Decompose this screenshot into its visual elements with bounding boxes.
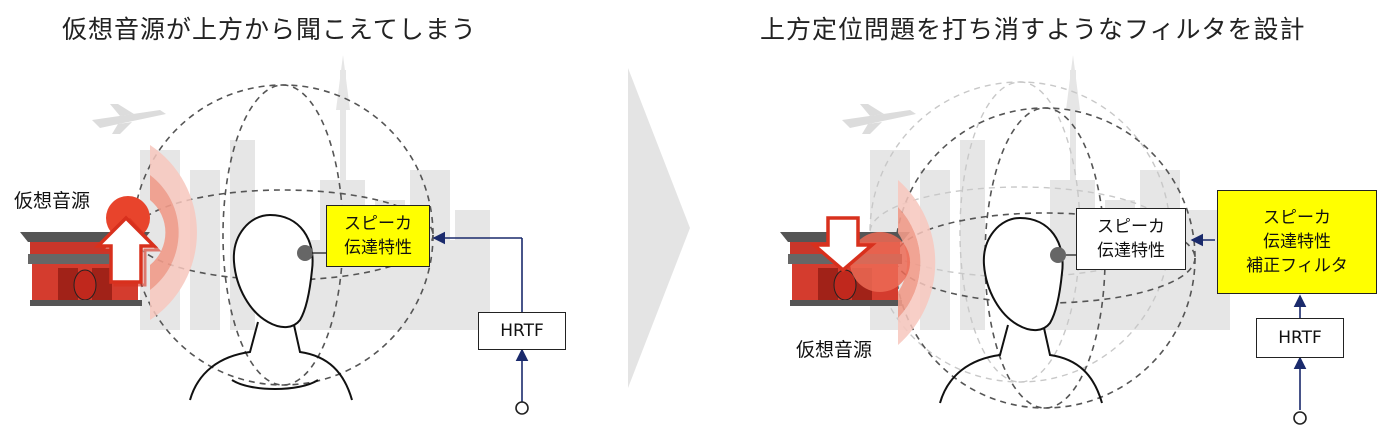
input-node [515, 401, 529, 415]
up-arrow-icon [93, 215, 162, 287]
right-speaker-line2: 伝達特性 [1097, 241, 1165, 261]
left-speaker-line2: 伝達特性 [344, 238, 412, 258]
right-filter-line1: スピーカ [1262, 208, 1331, 228]
right-filter-line2: 伝達特性 [1262, 232, 1331, 252]
input-node [1293, 411, 1307, 425]
right-speaker-box: スピーカ 伝達特性 [1076, 208, 1186, 270]
right-speaker-line1: スピーカ [1097, 217, 1165, 237]
signal-lines [1190, 233, 1307, 410]
left-speaker-box: スピーカ 伝達特性 [326, 205, 430, 267]
left-source-label: 仮想音源 [14, 190, 91, 212]
airplane-icon [842, 104, 916, 134]
head-silhouette-icon [939, 216, 1103, 404]
left-hrtf-box: HRTF [478, 312, 566, 350]
right-filter-box: スピーカ 伝達特性 補正フィルタ [1217, 190, 1377, 294]
city-skyline-icon [140, 55, 490, 330]
ear-speaker-icon [297, 245, 313, 261]
left-panel [20, 55, 529, 415]
chevron-right-icon [628, 68, 690, 388]
airplane-icon [92, 104, 166, 134]
left-title: 仮想音源が上方から聞こえてしまう [62, 15, 477, 44]
signal-lines [432, 231, 529, 402]
right-source-label: 仮想音源 [796, 339, 873, 361]
right-filter-line3: 補正フィルタ [1246, 256, 1348, 276]
right-title: 上方定位問題を打ち消すようなフィルタを設計 [760, 15, 1306, 44]
ear-speaker-icon [1050, 247, 1066, 263]
right-hrtf-box: HRTF [1256, 318, 1344, 358]
down-arrow-icon [809, 216, 877, 273]
left-speaker-line1: スピーカ [344, 214, 412, 234]
